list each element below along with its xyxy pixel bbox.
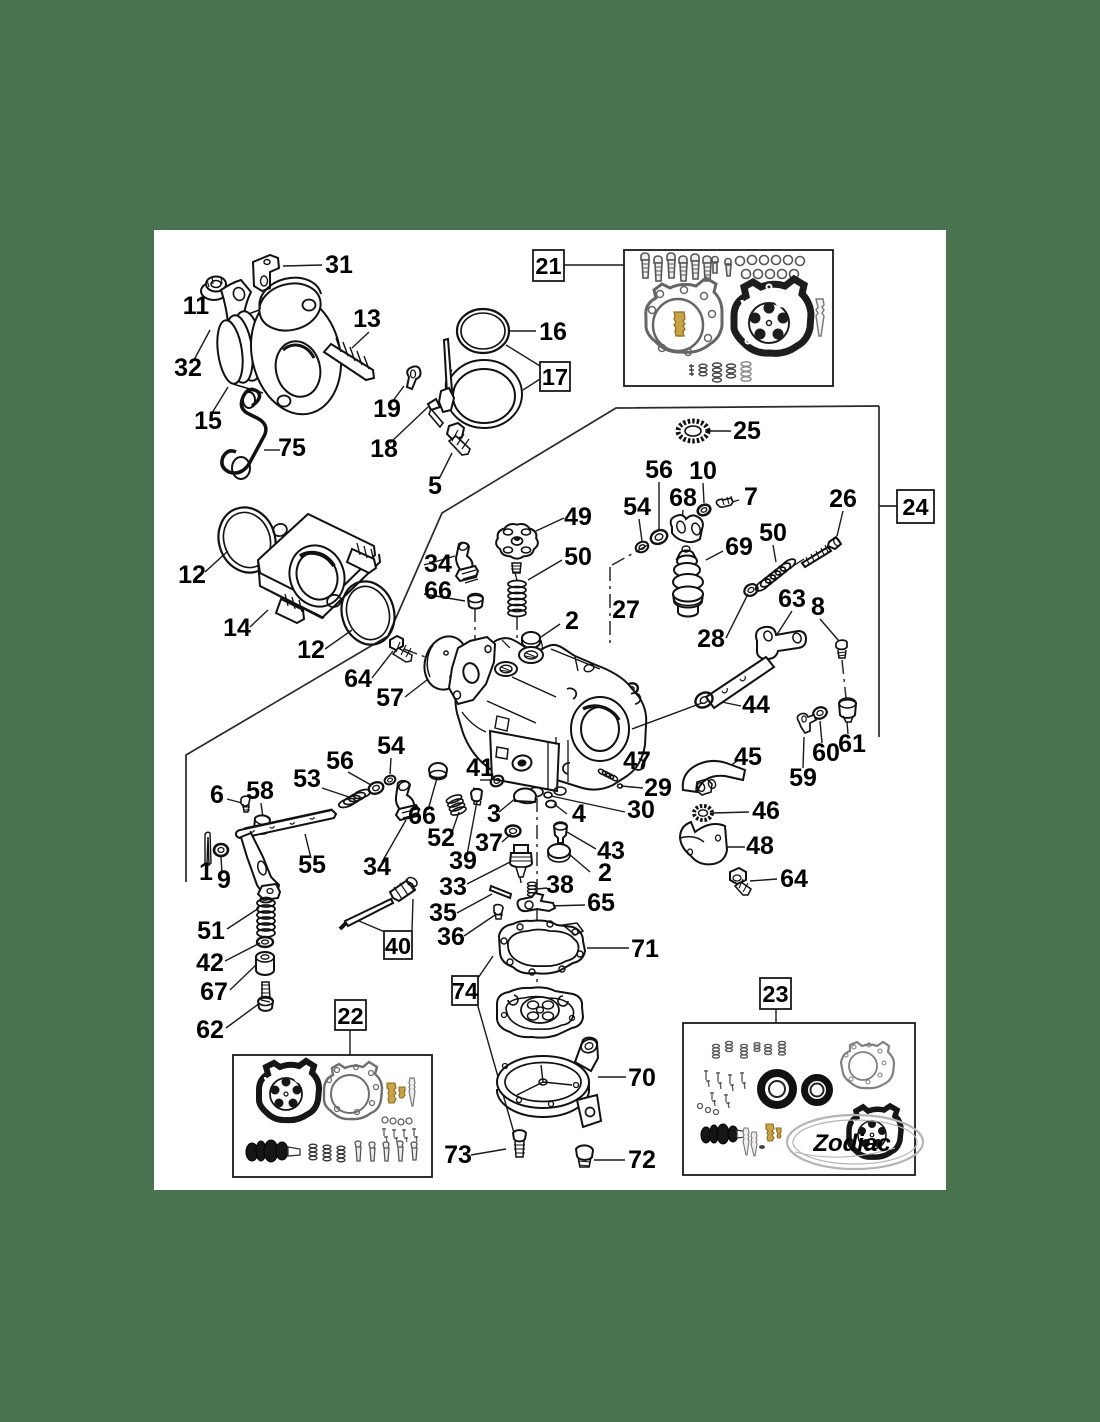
svg-text:51: 51	[197, 917, 225, 945]
svg-text:13: 13	[353, 305, 381, 333]
svg-text:65: 65	[587, 889, 615, 917]
svg-text:47: 47	[623, 747, 651, 775]
svg-text:54: 54	[377, 732, 405, 760]
svg-text:64: 64	[344, 665, 372, 693]
svg-text:69: 69	[725, 533, 753, 561]
svg-text:18: 18	[370, 435, 398, 463]
svg-text:55: 55	[298, 851, 326, 879]
svg-text:53: 53	[293, 765, 321, 793]
svg-text:23: 23	[762, 981, 788, 1007]
svg-text:56: 56	[645, 456, 673, 484]
svg-text:42: 42	[196, 949, 224, 977]
svg-text:37: 37	[475, 829, 503, 857]
svg-text:9: 9	[217, 866, 231, 894]
svg-text:72: 72	[628, 1146, 656, 1174]
svg-text:28: 28	[697, 625, 725, 653]
svg-text:46: 46	[752, 797, 780, 825]
svg-text:75: 75	[278, 434, 306, 462]
svg-text:11: 11	[183, 292, 210, 320]
svg-text:25: 25	[733, 417, 761, 445]
svg-text:10: 10	[689, 457, 717, 485]
svg-text:32: 32	[174, 354, 202, 382]
svg-text:3: 3	[487, 800, 501, 828]
svg-text:26: 26	[829, 485, 857, 513]
svg-text:50: 50	[759, 519, 787, 547]
svg-text:49: 49	[564, 503, 592, 531]
svg-text:38: 38	[546, 871, 574, 899]
svg-text:17: 17	[542, 364, 568, 390]
svg-text:29: 29	[644, 774, 672, 802]
svg-text:54: 54	[623, 493, 651, 521]
svg-text:56: 56	[326, 747, 354, 775]
svg-text:45: 45	[734, 743, 762, 771]
svg-text:63: 63	[778, 585, 806, 613]
svg-text:12: 12	[297, 636, 325, 664]
svg-text:12: 12	[178, 561, 206, 589]
svg-text:60: 60	[812, 739, 840, 767]
svg-text:6: 6	[210, 781, 224, 809]
svg-text:71: 71	[631, 935, 659, 963]
svg-text:39: 39	[449, 847, 477, 875]
svg-text:66: 66	[424, 577, 452, 605]
svg-text:36: 36	[437, 923, 465, 951]
svg-text:24: 24	[902, 494, 928, 520]
svg-text:31: 31	[325, 251, 353, 279]
svg-text:73: 73	[444, 1141, 472, 1169]
svg-text:44: 44	[742, 691, 770, 719]
svg-text:5: 5	[428, 472, 442, 500]
svg-text:74: 74	[452, 978, 478, 1004]
svg-text:43: 43	[597, 837, 625, 865]
svg-text:67: 67	[200, 978, 228, 1006]
svg-text:66: 66	[408, 802, 436, 830]
svg-text:1: 1	[199, 858, 213, 886]
svg-text:19: 19	[373, 395, 401, 423]
svg-text:30: 30	[627, 796, 655, 824]
svg-text:57: 57	[376, 684, 404, 712]
svg-text:52: 52	[427, 824, 455, 852]
svg-text:27: 27	[612, 596, 640, 624]
svg-text:35: 35	[429, 899, 457, 927]
svg-text:62: 62	[196, 1016, 224, 1044]
svg-text:14: 14	[223, 614, 251, 642]
svg-text:41: 41	[466, 754, 494, 782]
svg-text:33: 33	[439, 873, 467, 901]
svg-text:58: 58	[246, 777, 274, 805]
svg-text:2: 2	[598, 859, 612, 887]
svg-text:34: 34	[363, 853, 391, 881]
svg-text:21: 21	[535, 253, 561, 279]
svg-text:61: 61	[838, 730, 866, 758]
svg-text:70: 70	[628, 1064, 656, 1092]
svg-text:64: 64	[780, 865, 808, 893]
svg-text:4: 4	[572, 800, 586, 828]
svg-text:40: 40	[385, 933, 411, 959]
svg-text:15: 15	[194, 407, 222, 435]
svg-text:68: 68	[669, 484, 697, 512]
svg-text:7: 7	[744, 483, 758, 511]
svg-text:59: 59	[789, 764, 817, 792]
svg-text:50: 50	[564, 543, 592, 571]
svg-text:8: 8	[811, 593, 825, 621]
svg-text:2: 2	[565, 607, 579, 635]
svg-text:22: 22	[337, 1003, 363, 1029]
svg-text:Zodiac: Zodiac	[812, 1130, 890, 1157]
svg-text:16: 16	[539, 318, 567, 346]
svg-text:34: 34	[424, 550, 452, 578]
svg-text:48: 48	[746, 832, 774, 860]
